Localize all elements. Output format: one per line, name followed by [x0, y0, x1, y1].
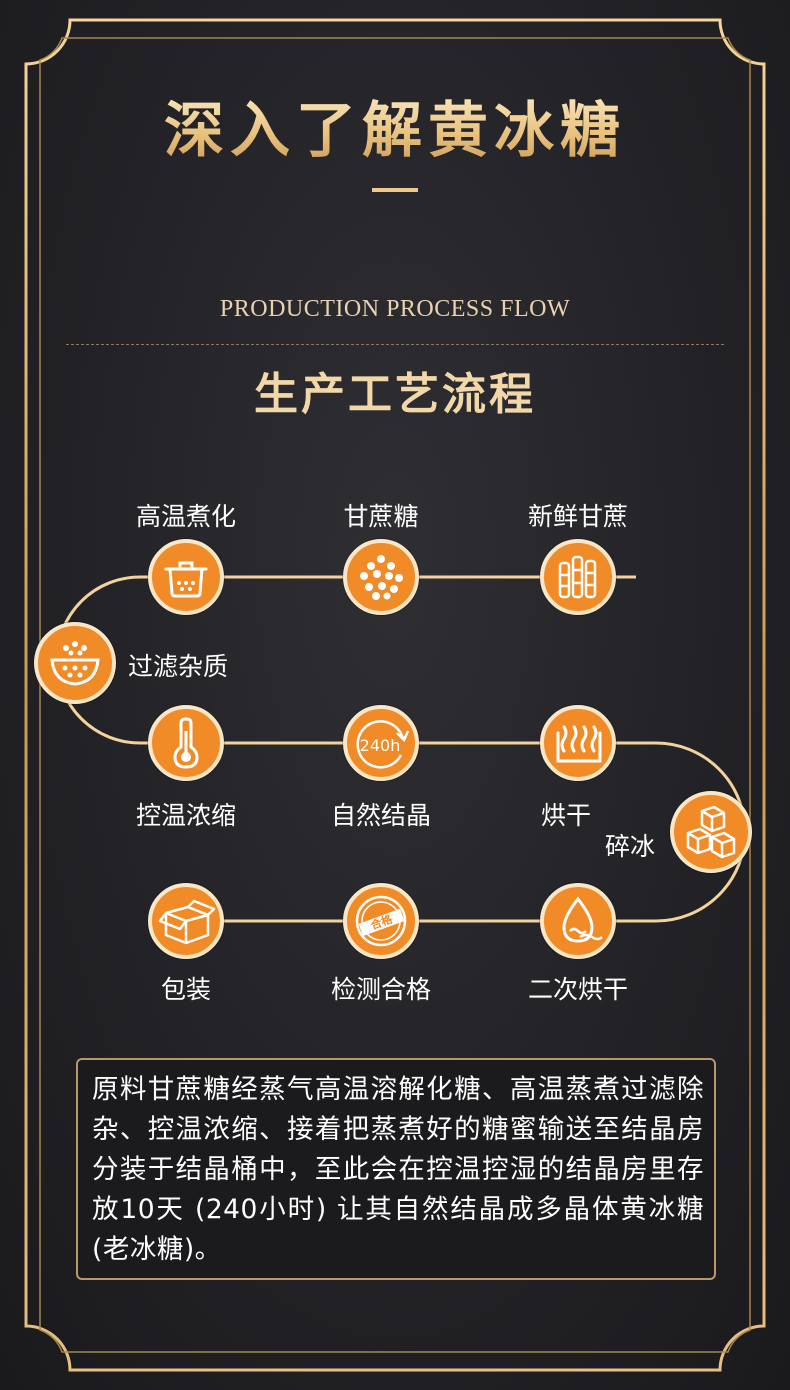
thermometer-icon	[173, 717, 199, 769]
step-label-package: 包装	[160, 975, 212, 1004]
qualified-stamp-icon: 合格	[355, 895, 407, 947]
package-box-icon	[158, 899, 216, 945]
cooking-pot-icon	[164, 561, 208, 598]
strainer-icon	[50, 641, 100, 686]
step-node-crush	[670, 791, 752, 873]
step-node-filter	[34, 622, 116, 704]
step-label-fresh-cane: 新鲜甘蔗	[527, 502, 629, 531]
description-box: 原料甘蔗糖经蒸气高温溶解化糖、高温蒸煮过滤除杂、控温浓缩、接着把蒸煮好的糖蜜输送…	[76, 1058, 716, 1280]
icon-text-240h: 240h	[360, 736, 401, 755]
step-node-package	[148, 883, 224, 959]
step-node-crystallize: 240h	[343, 705, 419, 781]
page-title: 深入了解黄冰糖	[0, 82, 790, 169]
description-text: 原料甘蔗糖经蒸气高温溶解化糖、高温蒸煮过滤除杂、控温浓缩、接着把蒸煮好的糖蜜输送…	[92, 1074, 704, 1265]
step-node-dry	[540, 705, 616, 781]
step-label-crush: 碎冰	[604, 832, 656, 861]
step-node-concentrate	[148, 705, 224, 781]
step-label-second-dry: 二次烘干	[527, 975, 629, 1004]
step-node-second-dry	[540, 883, 616, 959]
step-label-filter: 过滤杂质	[128, 652, 229, 681]
step-label-crystallize: 自然结晶	[330, 801, 432, 830]
step-label-boil: 高温煮化	[135, 502, 237, 531]
ice-cubes-icon	[686, 805, 736, 859]
240h-clock-icon: 240h	[356, 720, 410, 769]
step-label-inspect: 检测合格	[330, 975, 432, 1004]
sugar-granules-icon	[360, 555, 403, 600]
step-label-dry: 烘干	[540, 801, 592, 830]
step-node-cane-sugar	[343, 539, 419, 615]
step-node-inspect: 合格	[343, 883, 419, 959]
heat-waves-icon	[556, 725, 602, 763]
subtitle-english: PRODUCTION PROCESS FLOW	[219, 296, 571, 322]
title-divider	[372, 188, 418, 192]
subtitle-chinese: 生产工艺流程	[254, 369, 536, 420]
step-label-concentrate: 控温浓缩	[135, 801, 237, 830]
sugarcane-icon	[558, 555, 597, 599]
dashed-divider	[66, 344, 724, 345]
step-label-cane-sugar: 甘蔗糖	[343, 502, 419, 531]
water-drop-icon	[562, 896, 603, 943]
step-node-boil	[148, 539, 224, 615]
step-node-fresh-cane	[540, 539, 616, 615]
